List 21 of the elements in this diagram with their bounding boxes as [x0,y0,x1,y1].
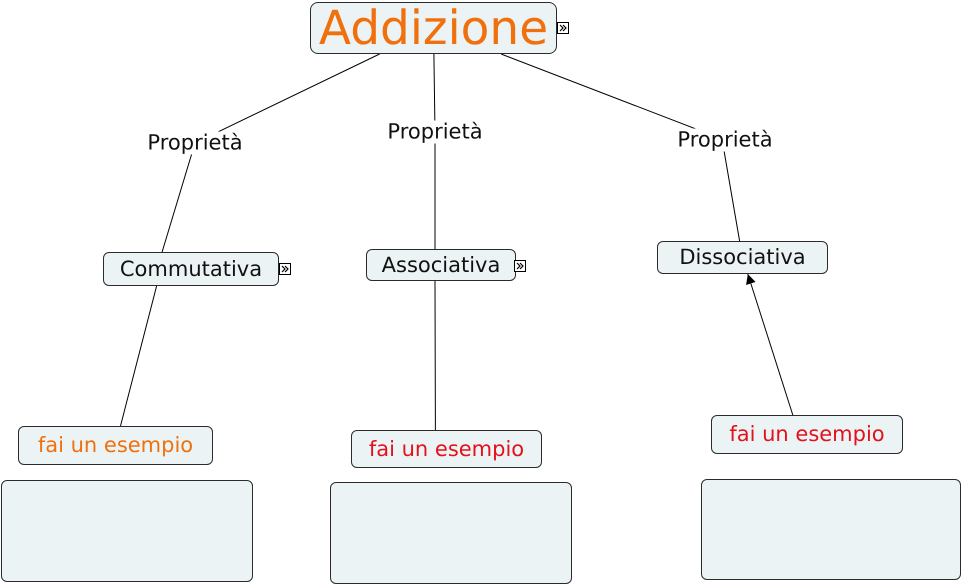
concept-label: fai un esempio [368,438,524,460]
connector-line [433,54,436,250]
empty-box [701,479,961,580]
concept-label: fai un esempio [729,424,885,445]
concept-label: fai un esempio [38,435,194,456]
concept-label: Dissociativa [679,247,806,268]
empty-box [1,480,253,582]
concept-box [103,252,279,286]
connector-line [434,280,436,430]
connector-line [120,286,158,426]
concept-box [366,249,516,281]
empty-box [330,482,572,584]
concept-box [657,241,828,274]
concept-box [18,426,213,465]
concept-box [310,2,557,54]
concept-box [351,430,542,468]
concept-label: Associativa [382,254,500,276]
concept-label: Commutativa [120,258,262,280]
arrow [746,274,794,416]
concept-box [711,415,903,454]
concept-label: Addizione [318,4,548,52]
